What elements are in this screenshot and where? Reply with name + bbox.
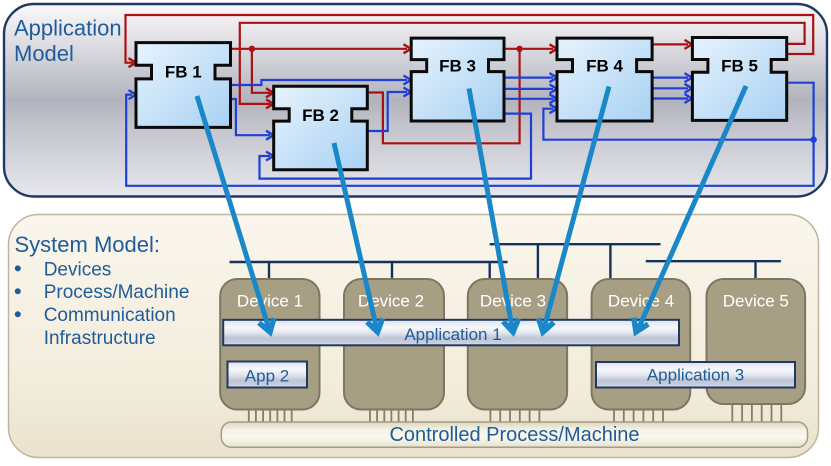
- svg-text:FB 2: FB 2: [302, 106, 339, 125]
- svg-text:FB 5: FB 5: [721, 57, 758, 76]
- svg-text:FB 4: FB 4: [586, 57, 623, 76]
- svg-text:Application: Application: [14, 16, 122, 41]
- svg-text:Application 1: Application 1: [404, 325, 501, 344]
- svg-text:System Model:: System Model:: [15, 232, 161, 257]
- svg-text:Device 2: Device 2: [358, 292, 424, 311]
- svg-text:App 2: App 2: [245, 367, 289, 386]
- svg-text:Model: Model: [14, 41, 74, 66]
- svg-text:Device 4: Device 4: [608, 292, 674, 311]
- svg-text:Communication: Communication: [44, 305, 176, 326]
- svg-text:Controlled Process/Machine: Controlled Process/Machine: [389, 424, 639, 446]
- svg-text:Process/Machine: Process/Machine: [44, 282, 190, 303]
- svg-text:Device 5: Device 5: [723, 292, 789, 311]
- svg-text:Devices: Devices: [44, 259, 112, 280]
- svg-text:Device 3: Device 3: [480, 292, 546, 311]
- svg-text:FB 3: FB 3: [439, 57, 476, 76]
- svg-text:FB 1: FB 1: [165, 63, 202, 82]
- svg-text:Application 3: Application 3: [647, 366, 744, 385]
- svg-text:Infrastructure: Infrastructure: [44, 328, 156, 349]
- svg-text:Device 1: Device 1: [237, 292, 303, 311]
